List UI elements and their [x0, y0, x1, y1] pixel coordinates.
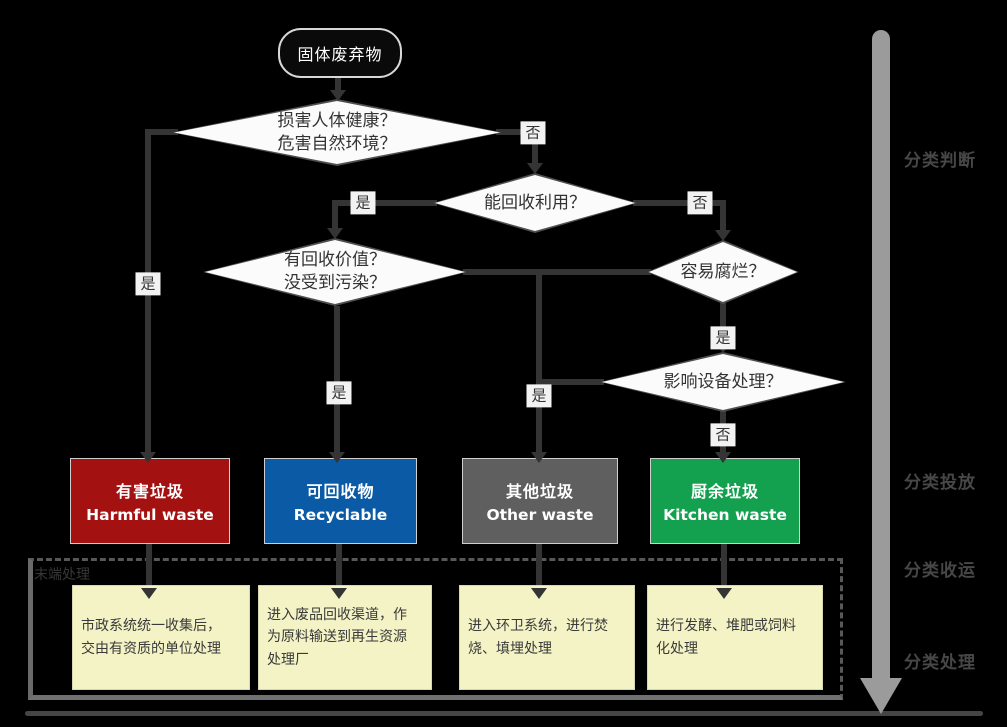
- bin-kitchen-en: Kitchen waste: [663, 506, 787, 524]
- edge-label-no: 否: [520, 121, 546, 145]
- end-treatment-label: 末端处理: [34, 567, 90, 583]
- connector: [720, 302, 726, 346]
- decision-harm-line1: 损害人体健康？: [277, 110, 397, 131]
- edge-label-no: 否: [710, 423, 736, 447]
- decision-harm-diamond: 损害人体健康？ 危害自然环境？: [172, 99, 502, 166]
- treatment-note-harmful: 市政系统统一收集后， 交由有资质的单位处理: [72, 585, 250, 690]
- arrowhead-icon: [141, 588, 157, 599]
- decision-value-line1: 有回收价值？: [284, 250, 386, 271]
- connector: [721, 540, 727, 590]
- arrowhead-icon: [531, 588, 547, 599]
- bin-recyclable-en: Recyclable: [293, 506, 388, 524]
- connector: [463, 269, 651, 275]
- stage-label-judge: 分类判断: [904, 151, 976, 171]
- bin-recyclable: 可回收物 Recyclable: [264, 458, 417, 544]
- arrowhead-icon: [716, 588, 732, 599]
- connector: [145, 129, 178, 135]
- decision-harm-line2: 危害自然环境？: [277, 133, 397, 154]
- bottom-divider: [25, 711, 983, 716]
- start-node-solid-waste: 固体废弃物: [278, 28, 402, 78]
- decision-value-diamond: 有回收价值？ 没受到污染？: [203, 238, 467, 306]
- arrowhead-icon: [329, 452, 345, 463]
- decision-equipment-line1: 影响设备处理？: [663, 371, 783, 392]
- edge-label-no: 否: [687, 191, 713, 215]
- decision-equipment-text: 影响设备处理？: [602, 354, 844, 410]
- edge-label-yes: 是: [326, 381, 352, 405]
- arrowhead-icon: [331, 588, 347, 599]
- decision-recyclable-text: 能回收利用？: [435, 175, 635, 231]
- stage-label-dispose: 分类投放: [904, 473, 976, 493]
- stage-label-collect: 分类收运: [904, 561, 976, 581]
- decision-value-line2: 没受到污染？: [284, 273, 386, 293]
- start-node-label: 固体废弃物: [297, 45, 383, 64]
- bin-other-en: Other waste: [486, 506, 594, 524]
- connector: [633, 200, 726, 206]
- decision-harm-text: 损害人体健康？ 危害自然环境？: [174, 101, 500, 164]
- decision-equipment-diamond: 影响设备处理？: [600, 352, 846, 412]
- decision-value-text: 有回收价值？ 没受到污染？: [205, 240, 465, 304]
- arrowhead-icon: [715, 452, 731, 463]
- connector: [496, 129, 538, 135]
- connector: [539, 379, 604, 385]
- stage-label-treat: 分类处理: [904, 653, 976, 673]
- connector: [335, 74, 341, 92]
- treatment-note-other: 进入环卫系统，进行焚 烧、填埋处理: [459, 585, 635, 690]
- treatment-note-recyclable: 进入废品回收渠道，作 为原料输送到再生资源 处理厂: [258, 585, 432, 690]
- edge-label-yes: 是: [710, 326, 736, 350]
- connector: [334, 306, 340, 454]
- edge-label-yes: 是: [526, 384, 552, 408]
- connector: [536, 271, 542, 454]
- arrowhead-icon: [527, 163, 543, 174]
- connector: [720, 202, 726, 234]
- decision-perishable-text: 容易腐烂？: [649, 242, 797, 302]
- end-treatment-container: [28, 558, 843, 700]
- bin-harmful-en: Harmful waste: [86, 506, 214, 524]
- arrowhead-icon: [330, 90, 346, 101]
- bin-recyclable-zh: 可回收物: [306, 482, 375, 501]
- treatment-note-recyclable-text: 进入废品回收渠道，作 为原料输送到再生资源 处理厂: [267, 606, 407, 668]
- process-arrow-head-icon: [860, 678, 902, 714]
- decision-recyclable-diamond: 能回收利用？: [433, 173, 637, 233]
- edge-label-yes: 是: [135, 272, 161, 296]
- arrowhead-icon: [327, 228, 343, 239]
- decision-recyclable-line1: 能回收利用？: [484, 192, 586, 213]
- treatment-note-kitchen-text: 进行发酵、堆肥或饲料 化处理: [656, 618, 796, 657]
- connector: [532, 131, 538, 166]
- connector: [146, 540, 152, 590]
- bin-kitchen-zh: 厨余垃圾: [690, 482, 759, 501]
- arrowhead-icon: [531, 452, 547, 463]
- treatment-note-other-text: 进入环卫系统，进行焚 烧、填埋处理: [468, 618, 608, 657]
- connector: [332, 200, 437, 206]
- bin-other-zh: 其他垃圾: [505, 482, 574, 501]
- connector: [336, 540, 342, 590]
- treatment-note-harmful-text: 市政系统统一收集后， 交由有资质的单位处理: [81, 618, 221, 657]
- connector: [332, 202, 338, 230]
- decision-perishable-line1: 容易腐烂？: [680, 261, 766, 282]
- arrowhead-icon: [715, 230, 731, 241]
- process-arrow-shaft: [872, 30, 890, 678]
- arrowhead-icon: [140, 452, 156, 463]
- connector: [536, 540, 542, 590]
- decision-perishable-diamond: 容易腐烂？: [647, 240, 799, 304]
- bin-kitchen-waste: 厨余垃圾 Kitchen waste: [650, 458, 800, 544]
- treatment-note-kitchen: 进行发酵、堆肥或饲料 化处理: [647, 585, 823, 690]
- edge-label-yes: 是: [350, 191, 376, 215]
- bin-other-waste: 其他垃圾 Other waste: [462, 458, 618, 544]
- bin-harmful-waste: 有害垃圾 Harmful waste: [70, 458, 230, 544]
- bin-harmful-zh: 有害垃圾: [115, 482, 184, 501]
